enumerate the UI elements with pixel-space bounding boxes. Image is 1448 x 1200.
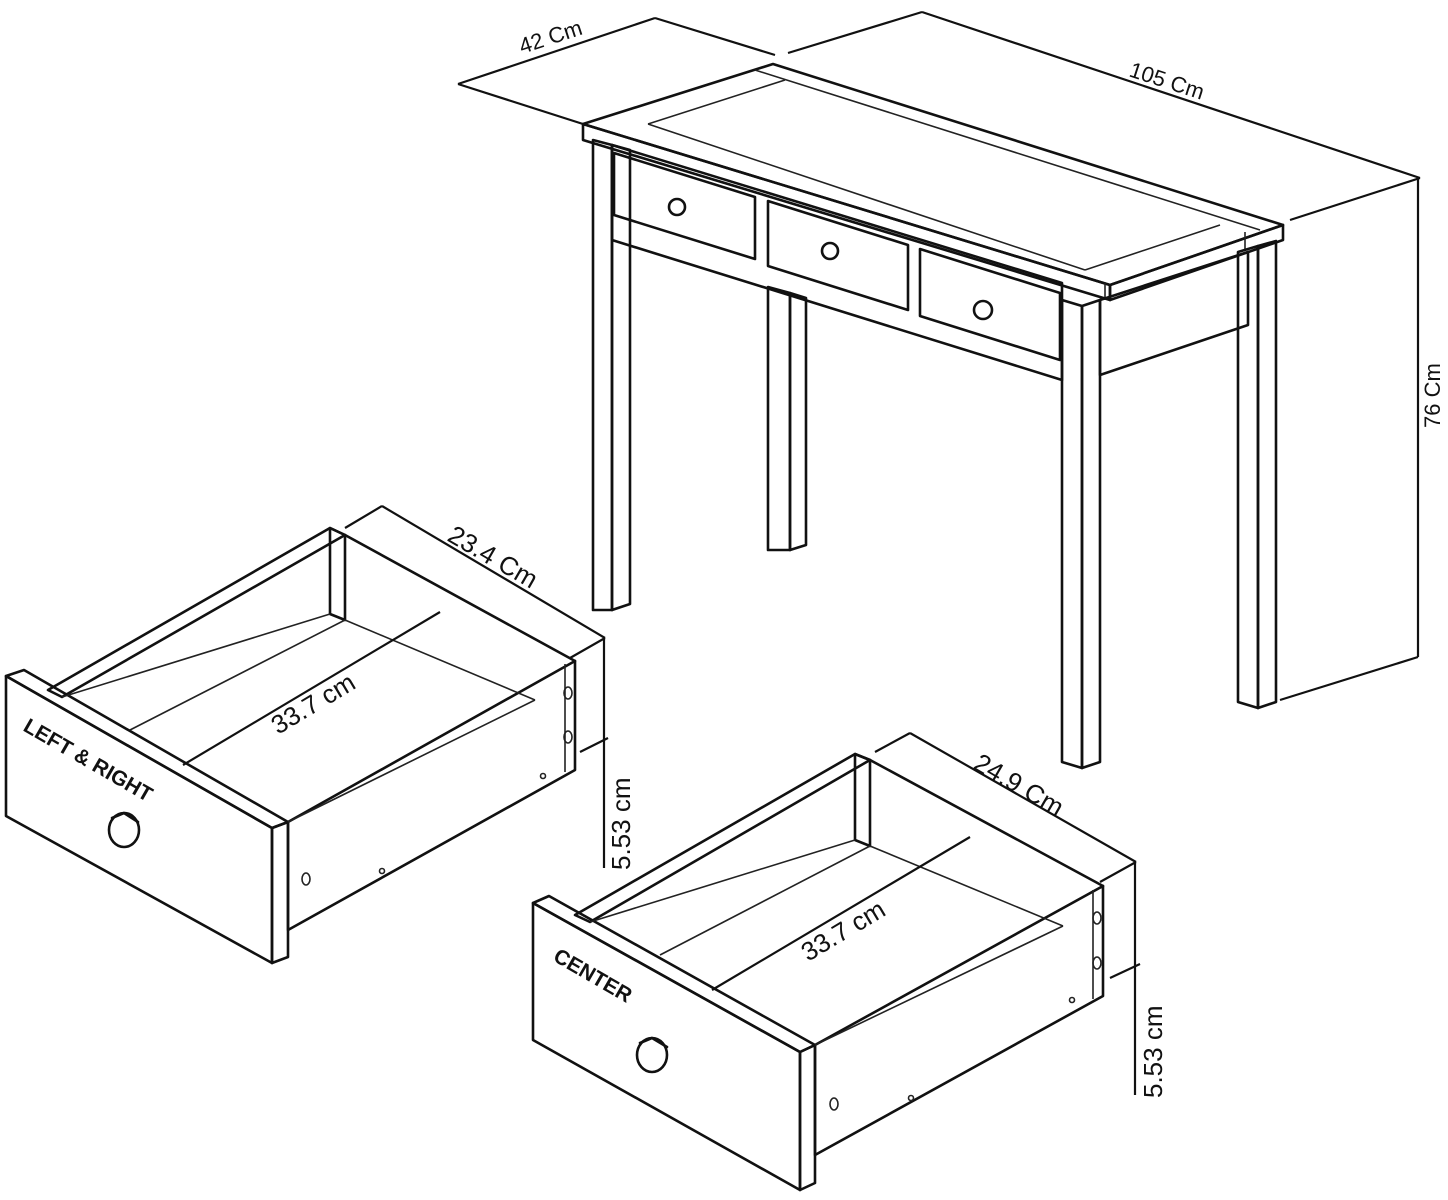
drawer-front-left (612, 151, 757, 261)
center-drawer-height-label: 5.53 cm (1138, 1006, 1168, 1099)
leg-back-left (766, 285, 792, 552)
leg-back-right-side (1256, 239, 1278, 710)
drawer-front-right (918, 247, 1062, 362)
side-drawer-height-label: 5.53 cm (606, 778, 636, 871)
leg-front-left-side (610, 143, 632, 612)
side-drawer-width-label: 33.7 cm (266, 667, 361, 740)
table-height-label: 76 Cm (1420, 363, 1445, 428)
knob-center-icon (820, 241, 840, 261)
table-dimensions: 42 Cm 105 Cm 76 Cm (457, 10, 1445, 702)
leg-front-left (591, 138, 614, 612)
front-apron (610, 143, 1064, 382)
center-drawer-depth-label: 24.9 Cm (969, 747, 1069, 822)
center-drawer-right-wall (813, 884, 1105, 1157)
center-drawer-dimensions: 24.9 Cm 33.7 cm 5.53 cm (711, 732, 1168, 1099)
leg-front-right (1060, 298, 1084, 770)
side-drawer-front (4, 674, 274, 965)
knob-right-icon (972, 299, 994, 321)
side-drawer-depth-label: 23.4 Cm (443, 519, 543, 594)
side-drawer-caption: LEFT & RIGHT (20, 714, 157, 806)
table-width-label: 105 Cm (1126, 57, 1207, 105)
side-apron (1098, 250, 1250, 377)
drawer-front-center (766, 199, 910, 312)
dressing-table (581, 62, 1285, 770)
center-drawer-width-label: 33.7 cm (796, 894, 891, 967)
leg-front-right-side (1080, 298, 1102, 770)
table-top-right-edge (1108, 223, 1285, 302)
knob-left-icon (667, 197, 687, 217)
side-drawer-right-wall (286, 659, 577, 932)
leg-back-left-side (788, 291, 808, 552)
side-drawer: LEFT & RIGHT (4, 526, 577, 965)
